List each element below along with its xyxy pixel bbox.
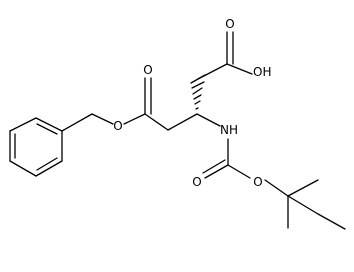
bond [204,164,229,179]
bond [35,160,63,177]
bond [123,113,146,125]
boc-ether-oxygen-label: O [253,175,262,189]
double-bond-inner [36,157,58,171]
hashed-wedge-bond [190,74,206,110]
bond [196,113,221,127]
bond [91,113,114,125]
bond [287,195,319,215]
bond [226,63,253,75]
bond [317,213,346,230]
bond [9,160,37,177]
bond [61,113,93,132]
acid-carbonyl-oxygen-label: O [225,17,234,31]
double-bond-inner [36,123,58,135]
double-bond [202,159,226,174]
bond [167,113,198,131]
ester-carbonyl-oxygen-label: O [143,63,152,77]
bond [35,117,63,132]
ester-oxygen-label: O [113,119,122,133]
bond [9,117,37,132]
bond [197,63,228,80]
bond [264,179,289,197]
amine-nh-label: NH [220,123,238,137]
boc-carbonyl-oxygen-label: O [192,175,201,189]
bond [227,164,251,179]
hydroxyl-label: OH [253,65,271,79]
benzene-ring [9,117,63,177]
bond [144,113,169,131]
bond [287,179,319,197]
tert-butyl-group [287,179,346,230]
